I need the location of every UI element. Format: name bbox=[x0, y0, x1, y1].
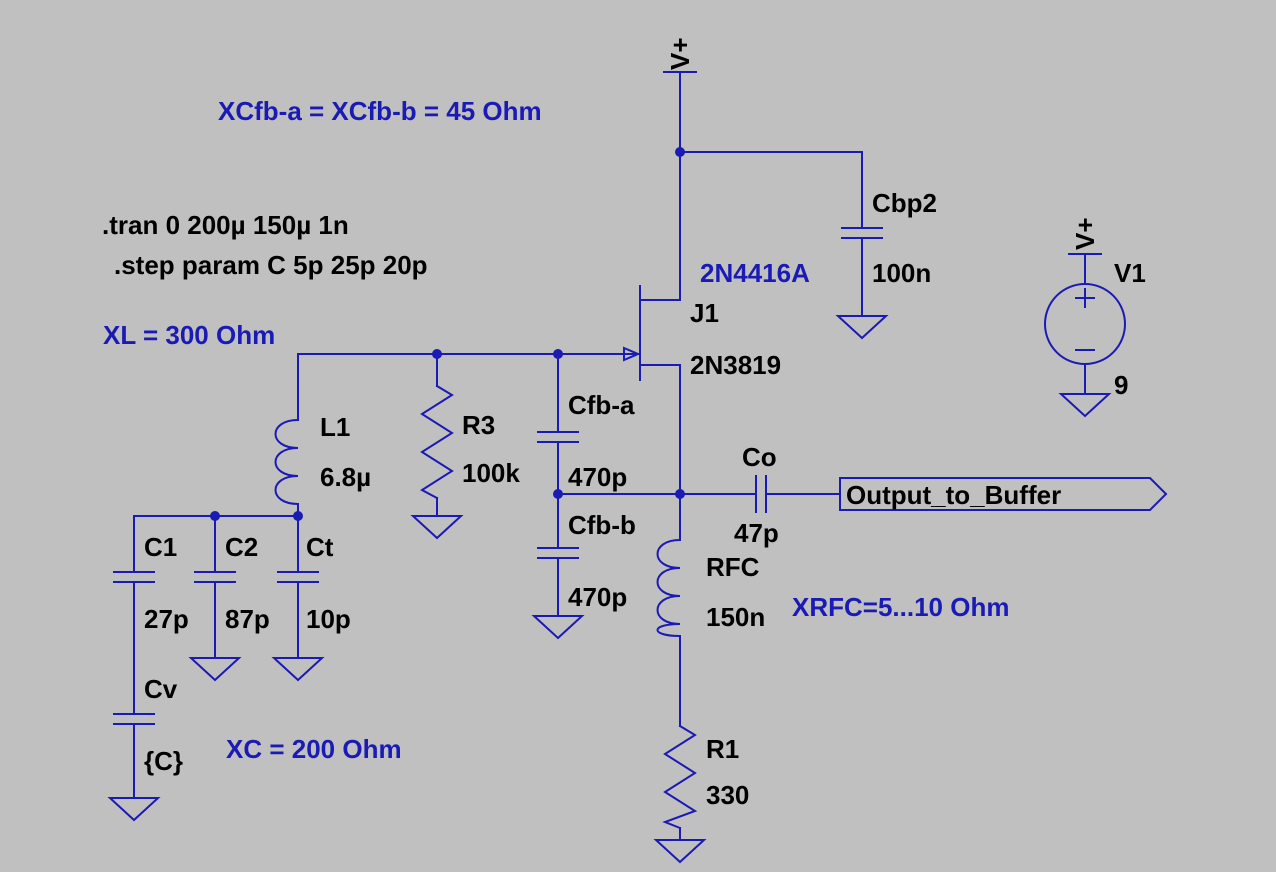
r3-name: R3 bbox=[462, 410, 495, 440]
supply-label-top: V+ bbox=[665, 37, 695, 70]
rfc-name: RFC bbox=[706, 552, 760, 582]
directive-tran: .tran 0 200µ 150µ 1n bbox=[102, 210, 349, 240]
capacitor-c1[interactable]: C1 27p bbox=[113, 532, 189, 715]
cfba-name: Cfb-a bbox=[568, 390, 635, 420]
supply-vplus-top: V+ bbox=[663, 37, 697, 153]
ground-icon bbox=[188, 657, 242, 682]
note-xc: XC = 200 Ohm bbox=[226, 734, 402, 764]
capacitor-co[interactable]: Co 47p bbox=[679, 442, 841, 548]
cfba-value: 470p bbox=[568, 462, 627, 492]
ground-icon bbox=[531, 615, 585, 640]
rfc-value: 150n bbox=[706, 602, 765, 632]
cfbb-name: Cfb-b bbox=[568, 510, 636, 540]
cfbb-value: 470p bbox=[568, 582, 627, 612]
cbp2-value: 100n bbox=[872, 258, 931, 288]
output-port-label: Output_to_Buffer bbox=[846, 480, 1061, 510]
r1-value: 330 bbox=[706, 780, 749, 810]
jfet-j1[interactable]: J1 2N3819 2N4416A bbox=[557, 258, 810, 381]
gate-net bbox=[297, 349, 563, 421]
ground-icon bbox=[410, 515, 464, 540]
directive-step: .step param C 5p 25p 20p bbox=[114, 250, 428, 280]
voltage-source-v1[interactable]: V+ V1 9 bbox=[1044, 217, 1146, 418]
gate-arrow-icon bbox=[623, 346, 641, 362]
capacitor-cbp2[interactable]: Cbp2 100n bbox=[835, 188, 937, 340]
capacitor-ct[interactable]: Ct 10p bbox=[271, 515, 351, 682]
capacitor-c2[interactable]: C2 87p bbox=[188, 515, 270, 682]
r3-value: 100k bbox=[462, 458, 520, 488]
ct-value: 10p bbox=[306, 604, 351, 634]
v1-value: 9 bbox=[1114, 370, 1128, 400]
v1-name: V1 bbox=[1114, 258, 1146, 288]
ground-icon bbox=[835, 315, 889, 340]
ground-icon bbox=[107, 797, 161, 822]
c2-value: 87p bbox=[225, 604, 270, 634]
j1-model: 2N3819 bbox=[690, 350, 781, 380]
capacitor-cfb-a[interactable]: Cfb-a 470p bbox=[537, 353, 635, 495]
capacitor-cv[interactable]: Cv {C} bbox=[107, 674, 183, 822]
ground-icon bbox=[1058, 393, 1112, 418]
ground-icon bbox=[653, 839, 707, 864]
ground-icon bbox=[271, 657, 325, 682]
j1-alt-model-note: 2N4416A bbox=[700, 258, 810, 288]
cv-value: {C} bbox=[144, 746, 183, 776]
note-xl: XL = 300 Ohm bbox=[103, 320, 275, 350]
l1-name: L1 bbox=[320, 412, 350, 442]
cv-name: Cv bbox=[144, 674, 178, 704]
c1-name: C1 bbox=[144, 532, 177, 562]
r1-name: R1 bbox=[706, 734, 739, 764]
inductor-rfc[interactable]: RFC 150n bbox=[656, 493, 766, 727]
j1-name: J1 bbox=[690, 298, 719, 328]
resistor-r1[interactable]: R1 330 bbox=[653, 724, 749, 864]
output-port[interactable]: Output_to_Buffer bbox=[839, 477, 1168, 511]
inductor-l1[interactable]: L1 6.8µ bbox=[274, 412, 372, 517]
cbp2-name: Cbp2 bbox=[872, 188, 937, 218]
note-xrfc: XRFC=5...10 Ohm bbox=[792, 592, 1009, 622]
resistor-r3[interactable]: R3 100k bbox=[410, 353, 520, 540]
ct-name: Ct bbox=[306, 532, 334, 562]
junction-dot bbox=[675, 147, 685, 157]
c2-name: C2 bbox=[225, 532, 258, 562]
co-value: 47p bbox=[734, 518, 779, 548]
capacitor-cfb-b[interactable]: Cfb-b 470p bbox=[531, 493, 636, 640]
c1-value: 27p bbox=[144, 604, 189, 634]
l1-value: 6.8µ bbox=[320, 462, 371, 492]
supply-label-v1: V+ bbox=[1070, 217, 1100, 250]
co-name: Co bbox=[742, 442, 777, 472]
note-xcfb: XCfb-a = XCfb-b = 45 Ohm bbox=[218, 96, 542, 126]
drain-bypass-net bbox=[675, 147, 863, 301]
